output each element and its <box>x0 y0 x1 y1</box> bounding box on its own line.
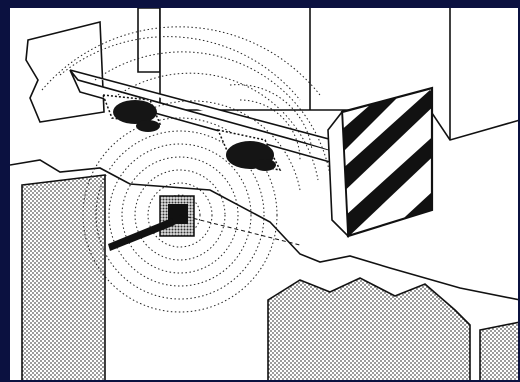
signal-emitter <box>160 196 194 236</box>
wall-fragment-left <box>26 22 104 122</box>
